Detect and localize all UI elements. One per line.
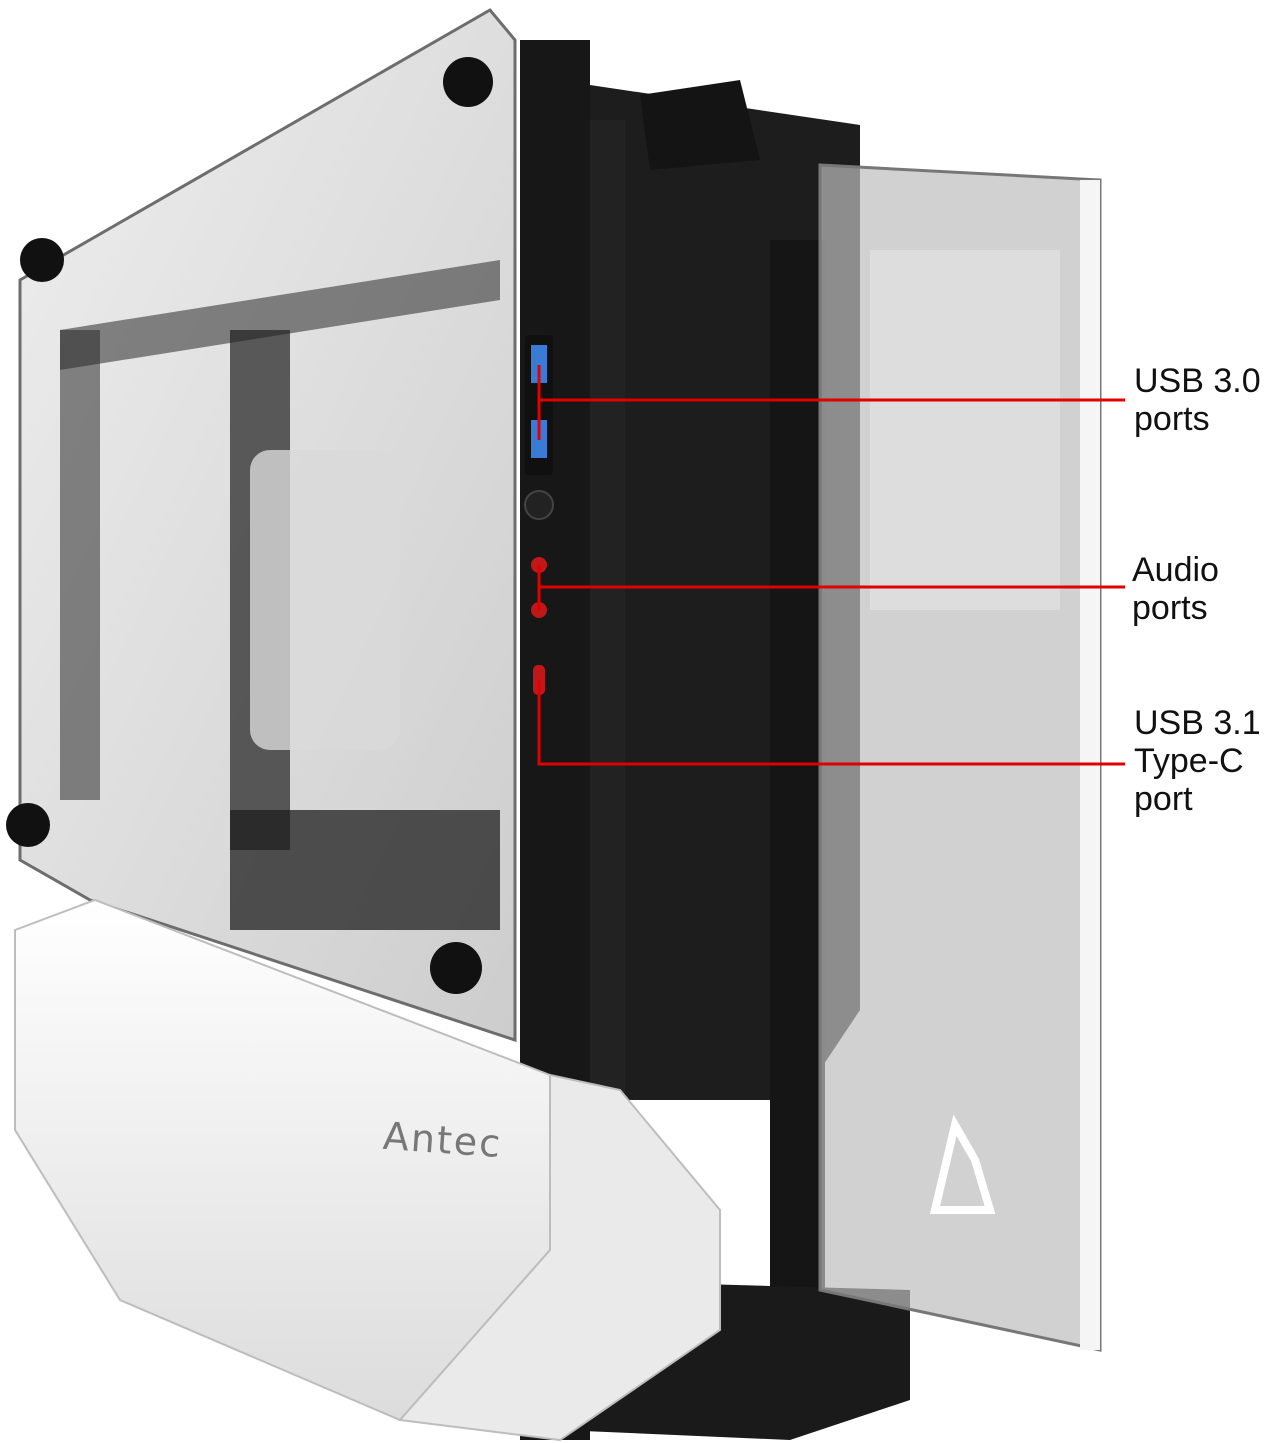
callout-line: Type-C	[1134, 742, 1244, 780]
callout-usb-3-1-type-c: USB 3.1 Type-C port	[1134, 704, 1261, 818]
power-button-icon	[524, 490, 554, 520]
left-glass-panel	[6, 8, 517, 1043]
callout-line: ports	[1134, 400, 1210, 438]
antec-logo-icon	[929, 1114, 996, 1214]
white-base-shroud	[14, 898, 721, 1442]
callout-line: USB 3.1	[1134, 704, 1261, 742]
callout-line: ports	[1132, 589, 1208, 627]
callout-lines	[537, 365, 1125, 766]
right-glass-panel	[818, 163, 1102, 1352]
callout-audio: Audio ports	[1132, 551, 1219, 627]
callout-line: USB 3.0	[1134, 362, 1261, 400]
callout-usb-3-0: USB 3.0 ports	[1134, 362, 1261, 438]
brand-logo-text: Antec	[381, 1113, 504, 1167]
callout-line: port	[1134, 780, 1193, 818]
callout-line: Audio	[1132, 551, 1219, 589]
